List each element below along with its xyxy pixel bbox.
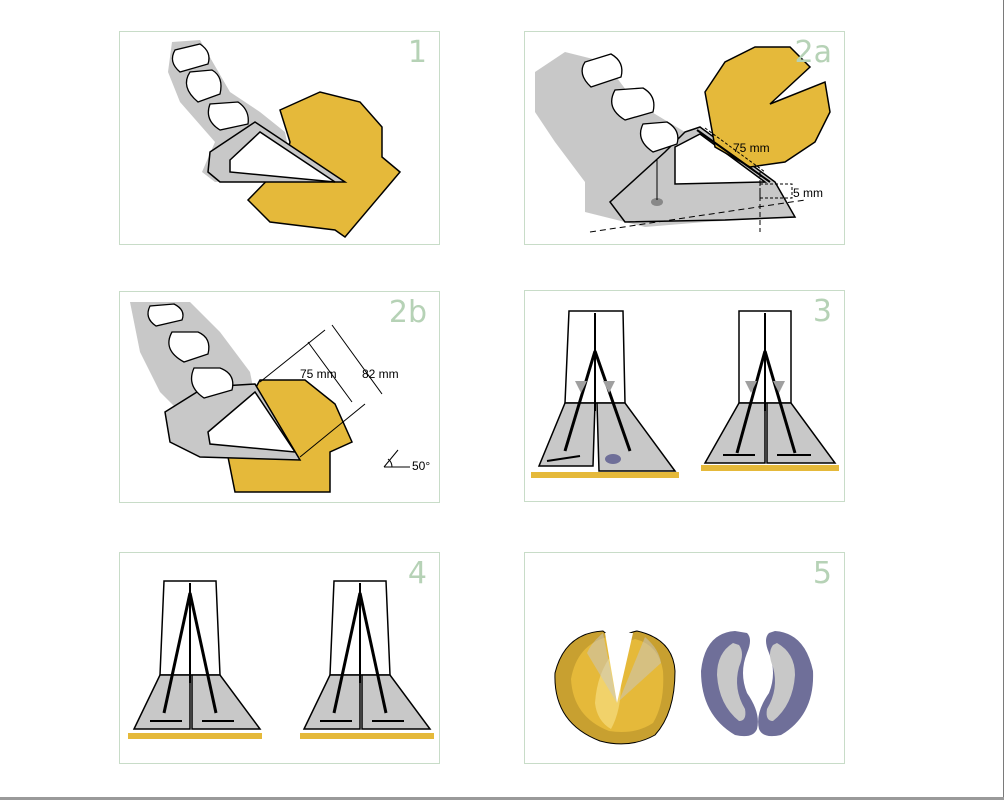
panel-2b: 75 mm 82 mm 50° 2b xyxy=(119,291,440,503)
panel-2a: 75 mm 5 mm 2a xyxy=(524,31,845,245)
panel-4-drawing xyxy=(128,580,434,739)
dim-82-label: 82 mm xyxy=(362,367,399,381)
angle-label: 50° xyxy=(412,459,430,473)
panel-2b-drawing: 75 mm 82 mm 50° xyxy=(130,302,430,493)
rasp-line xyxy=(696,129,771,183)
panel-number: 3 xyxy=(812,294,832,329)
coffin-bone xyxy=(674,133,768,185)
dim-75-line xyxy=(704,127,766,173)
pastern-bones xyxy=(147,303,234,399)
panel-1-drawing xyxy=(168,40,402,239)
panel-3-drawing xyxy=(531,310,839,478)
panel-number: 4 xyxy=(407,556,427,591)
leg-front-view-left xyxy=(128,580,262,739)
panel-5: 5 xyxy=(524,552,845,764)
dashed-ground-line xyxy=(589,199,806,233)
panel-number: 2a xyxy=(794,35,832,70)
hoof-sole-left xyxy=(554,630,676,745)
coffin-bone xyxy=(207,390,297,453)
dim-75-label: 75 mm xyxy=(733,141,770,155)
panel-number: 2b xyxy=(388,295,427,330)
panel-3: 3 xyxy=(524,290,845,502)
leg-front-view-left xyxy=(531,310,679,478)
dim-75-label: 75 mm xyxy=(300,367,337,381)
dimension-lines xyxy=(259,324,383,458)
panel-1: 1 xyxy=(119,31,440,245)
frog-marker xyxy=(651,198,663,206)
panel-4: 4 xyxy=(119,552,440,764)
angle-symbol xyxy=(383,449,410,468)
frame-bottom-edge xyxy=(0,797,1004,800)
dim-5-label: 5 mm xyxy=(793,186,823,200)
hoof-sole-right xyxy=(701,631,814,737)
panel-number: 5 xyxy=(812,556,832,591)
leg-front-view-right xyxy=(701,310,839,471)
pastern-bones xyxy=(581,53,679,153)
pastern-bones xyxy=(171,43,249,131)
leg-front-view-right xyxy=(300,580,434,739)
offset-box xyxy=(759,183,793,199)
coffin-bone xyxy=(229,131,336,183)
panel-5-drawing xyxy=(554,630,814,745)
panel-2a-drawing: 75 mm 5 mm xyxy=(535,46,831,233)
panel-number: 1 xyxy=(407,35,427,70)
